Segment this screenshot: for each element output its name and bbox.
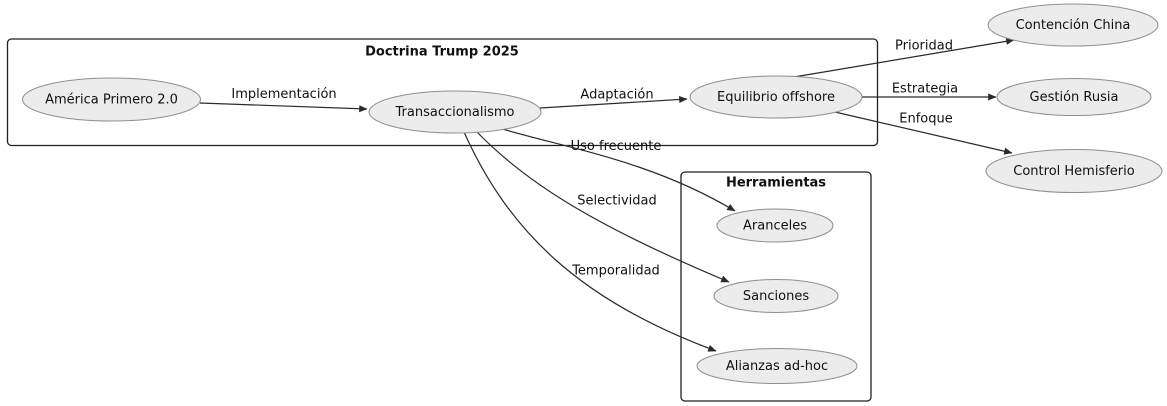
edge-temporalidad <box>463 131 717 352</box>
node-alianzas-ad-hoc-label: Alianzas ad-hoc <box>726 359 828 374</box>
edge-implementacion <box>199 102 368 113</box>
edge-selectividad <box>475 130 730 283</box>
edge-label-implementacion: Implementación <box>231 87 336 102</box>
edge-uso-frecuente <box>498 127 736 212</box>
node-sanciones: Sanciones <box>713 279 839 313</box>
node-alianzas-ad-hoc: Alianzas ad-hoc <box>696 348 858 384</box>
node-gestion-rusia: Gestión Rusia <box>996 78 1152 116</box>
node-america-primero-shape <box>22 77 201 122</box>
edge-label-estrategia: Estrategia <box>892 82 958 97</box>
node-equilibrio-offshore: Equilibrio offshore <box>689 75 863 119</box>
node-contencion-china: Contención China <box>987 3 1159 47</box>
edge-label-prioridad: Prioridad <box>895 39 953 54</box>
node-aranceles-shape <box>716 208 834 243</box>
node-america-primero: América Primero 2.0 <box>22 77 201 122</box>
node-transaccionalismo-label: Transaccionalismo <box>395 105 515 120</box>
node-contencion-china-shape <box>987 3 1159 47</box>
node-gestion-rusia-label: Gestión Rusia <box>1030 90 1119 105</box>
edge-label-selectividad: Selectividad <box>577 194 657 209</box>
node-america-primero-label: América Primero 2.0 <box>45 93 178 108</box>
edge-enfoque <box>834 111 1013 155</box>
node-equilibrio-offshore-shape <box>689 75 863 119</box>
node-aranceles-label: Aranceles <box>743 219 807 234</box>
edge-label-enfoque: Enfoque <box>899 112 952 127</box>
edge-prioridad <box>793 37 1015 78</box>
node-equilibrio-offshore-label: Equilibrio offshore <box>717 90 835 105</box>
node-aranceles: Aranceles <box>716 208 834 243</box>
node-sanciones-shape <box>713 279 839 313</box>
edge-label-temporalidad: Temporalidad <box>571 264 660 279</box>
edge-label-uso-frecuente: Uso frecuente <box>571 139 662 154</box>
node-control-hemisferio: Control Hemisferio <box>985 149 1163 193</box>
edge-adaptacion <box>539 95 688 109</box>
node-alianzas-ad-hoc-shape <box>696 348 858 384</box>
node-control-hemisferio-shape <box>985 149 1163 193</box>
cluster-doctrina-title: Doctrina Trump 2025 <box>365 45 519 60</box>
edge-label-adaptacion: Adaptación <box>580 88 653 103</box>
node-control-hemisferio-label: Control Hemisferio <box>1013 164 1134 179</box>
node-transaccionalismo-shape <box>368 90 542 134</box>
node-transaccionalismo: Transaccionalismo <box>368 90 542 134</box>
node-contencion-china-label: Contención China <box>1016 18 1131 33</box>
cluster-herramientas-title: Herramientas <box>726 176 826 191</box>
node-sanciones-label: Sanciones <box>743 289 809 304</box>
node-gestion-rusia-shape <box>996 78 1152 116</box>
